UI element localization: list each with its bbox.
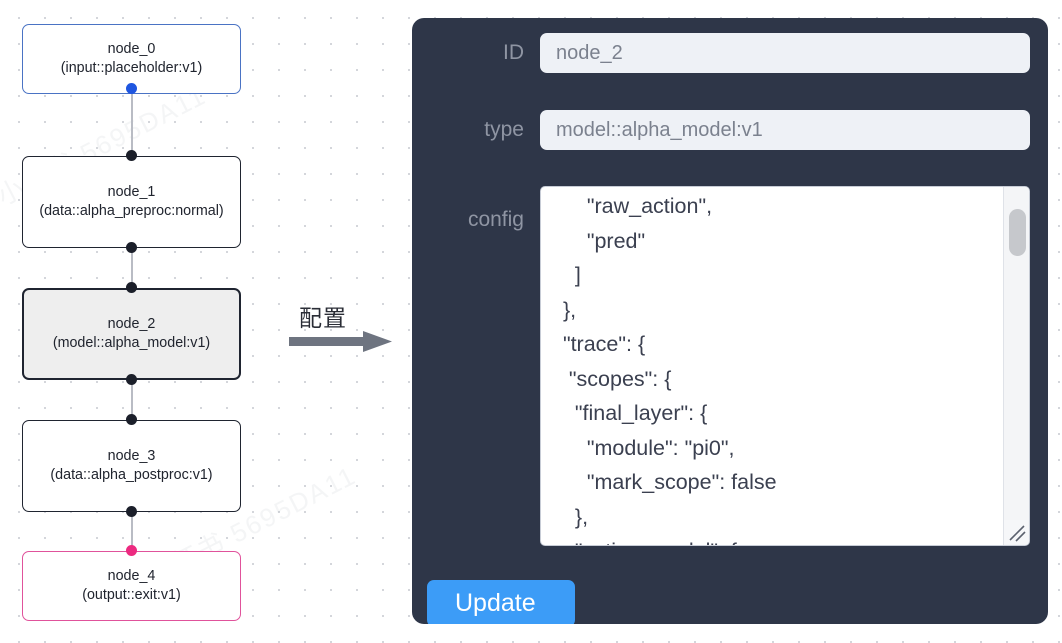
id-label: ID [503, 41, 524, 64]
port-node3-input[interactable] [126, 414, 137, 425]
node-type-label: (data::alpha_postproc:v1) [50, 467, 213, 483]
arrow-right-icon [289, 330, 393, 354]
port-node2-input[interactable] [126, 282, 137, 293]
node-type-label: (output::exit:v1) [82, 587, 181, 603]
node-id-label: node_3 [107, 448, 156, 464]
id-input[interactable] [540, 33, 1030, 73]
resize-handle-icon[interactable] [1004, 520, 1028, 544]
node-type-label: (input::placeholder:v1) [60, 60, 203, 76]
node-id-label: node_4 [107, 568, 156, 584]
edge-node2-node3 [130, 379, 133, 419]
port-node1-input[interactable] [126, 150, 137, 161]
graph-node-node_3[interactable]: node_3 (data::alpha_postproc:v1) [22, 420, 241, 512]
type-input[interactable] [540, 110, 1030, 150]
port-node2-output[interactable] [126, 374, 137, 385]
node-id-label: node_0 [107, 41, 156, 57]
config-scrollbar[interactable] [1003, 187, 1029, 545]
port-node3-output[interactable] [126, 506, 137, 517]
config-textarea[interactable]: "raw_action", "pred" ] }, "trace": { "sc… [562, 194, 777, 545]
graph-node-node_4[interactable]: node_4 (output::exit:v1) [22, 551, 241, 621]
node-inspector-panel: ID type config "raw_action", "pred" ] },… [412, 18, 1048, 624]
graph-node-node_2[interactable]: node_2 (model::alpha_model:v1) [22, 288, 241, 380]
port-node4-input[interactable] [126, 545, 137, 556]
edge-node1-node2 [130, 247, 133, 287]
config-editor[interactable]: "raw_action", "pred" ] }, "trace": { "sc… [540, 186, 1030, 546]
node-id-label: node_1 [107, 184, 156, 200]
config-label: config [467, 208, 524, 231]
type-label: type [484, 118, 524, 141]
transition-label: 配置 [299, 306, 347, 332]
type-field-row: type [412, 110, 1048, 150]
id-field-row: ID [412, 33, 1048, 73]
node-type-label: (data::alpha_preproc:normal) [39, 203, 224, 219]
node-type-label: (model::alpha_model:v1) [52, 335, 211, 351]
edge-node0-node1 [130, 88, 133, 155]
graph-node-node_1[interactable]: node_1 (data::alpha_preproc:normal) [22, 156, 241, 248]
edge-node3-node4 [130, 511, 133, 551]
port-node1-output[interactable] [126, 242, 137, 253]
config-scrollbar-thumb[interactable] [1009, 209, 1026, 256]
port-node0-output[interactable] [126, 83, 137, 94]
update-button[interactable]: Update [427, 580, 575, 624]
node-id-label: node_2 [107, 316, 156, 332]
